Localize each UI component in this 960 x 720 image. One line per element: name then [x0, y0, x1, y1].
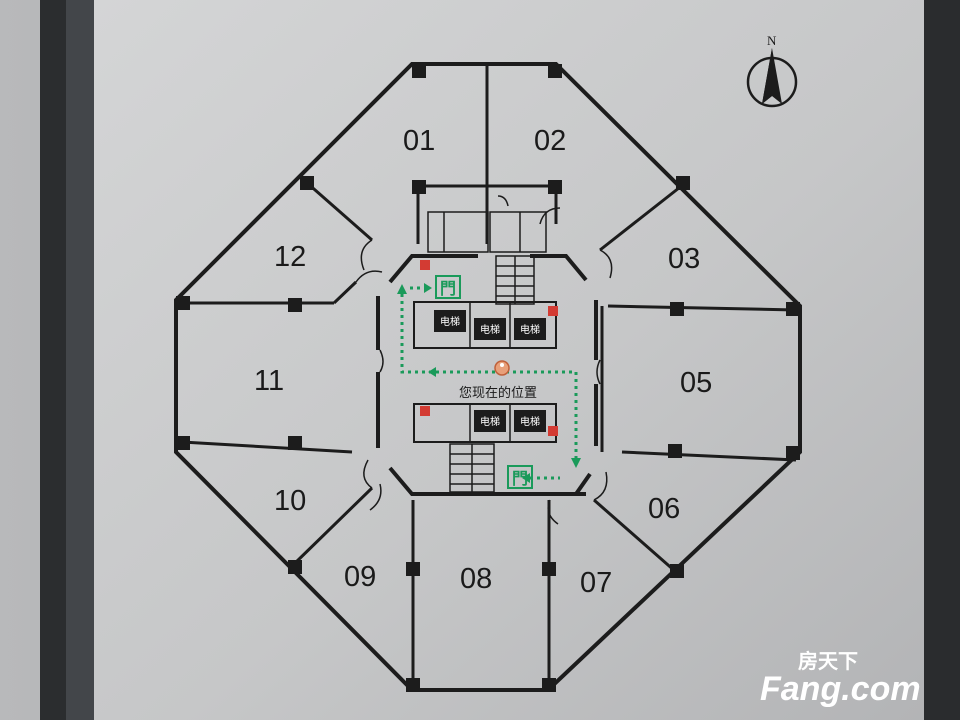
- svg-text:門: 門: [512, 469, 528, 488]
- exit-sign-south: 門: [507, 465, 533, 489]
- room-label-01: 01: [403, 125, 435, 157]
- exit-arrows: [397, 283, 581, 483]
- watermark-logo: 房天下 Fang.com: [760, 649, 921, 708]
- room-label-03: 03: [668, 243, 700, 275]
- you-are-here-marker: [494, 360, 510, 376]
- room-label-02: 02: [534, 125, 566, 157]
- room-label-11: 11: [254, 365, 284, 397]
- stairwell-south: [449, 443, 495, 493]
- elevator-label: 电梯: [520, 323, 540, 336]
- room-label-07: 07: [580, 567, 612, 599]
- door-swings: [355, 195, 613, 525]
- north-vestibule: [427, 211, 547, 253]
- north-label: N: [767, 33, 777, 48]
- column-posts: [176, 64, 800, 692]
- room-labels: 01 02 03 05 06 07 08 09 10 11 12: [254, 125, 712, 599]
- you-are-here-label: 您现在的位置: [459, 385, 537, 401]
- partition-walls: [181, 64, 797, 690]
- elevator-label: 电梯: [480, 415, 500, 428]
- room-label-06: 06: [648, 493, 680, 525]
- left-frame: [40, 0, 66, 720]
- north-arrow-icon: N: [746, 33, 798, 108]
- sign-plate: [94, 0, 924, 720]
- room-label-10: 10: [274, 485, 306, 517]
- elevator-bank-north: 电梯 电梯 电梯: [413, 301, 557, 349]
- room-label-05: 05: [680, 367, 712, 399]
- elevator-label: 电梯: [440, 315, 460, 328]
- left-frame-inner: [66, 0, 94, 720]
- exit-sign-north: 門: [435, 275, 461, 299]
- room-label-12: 12: [274, 241, 306, 273]
- elevator-label: 电梯: [520, 415, 540, 428]
- room-label-09: 09: [344, 561, 376, 593]
- watermark-cn: 房天下: [798, 649, 858, 673]
- elevator-bank-south: 电梯 电梯: [413, 403, 557, 443]
- stairwell-north: [495, 255, 535, 305]
- watermark-en: Fang.com: [760, 670, 921, 708]
- central-core: [376, 254, 598, 496]
- hydrant-markers: [420, 260, 558, 436]
- evacuation-route: [400, 286, 578, 480]
- svg-text:門: 門: [440, 279, 456, 298]
- elevator-label: 电梯: [480, 323, 500, 336]
- right-frame: [922, 0, 960, 720]
- room-label-08: 08: [460, 563, 492, 595]
